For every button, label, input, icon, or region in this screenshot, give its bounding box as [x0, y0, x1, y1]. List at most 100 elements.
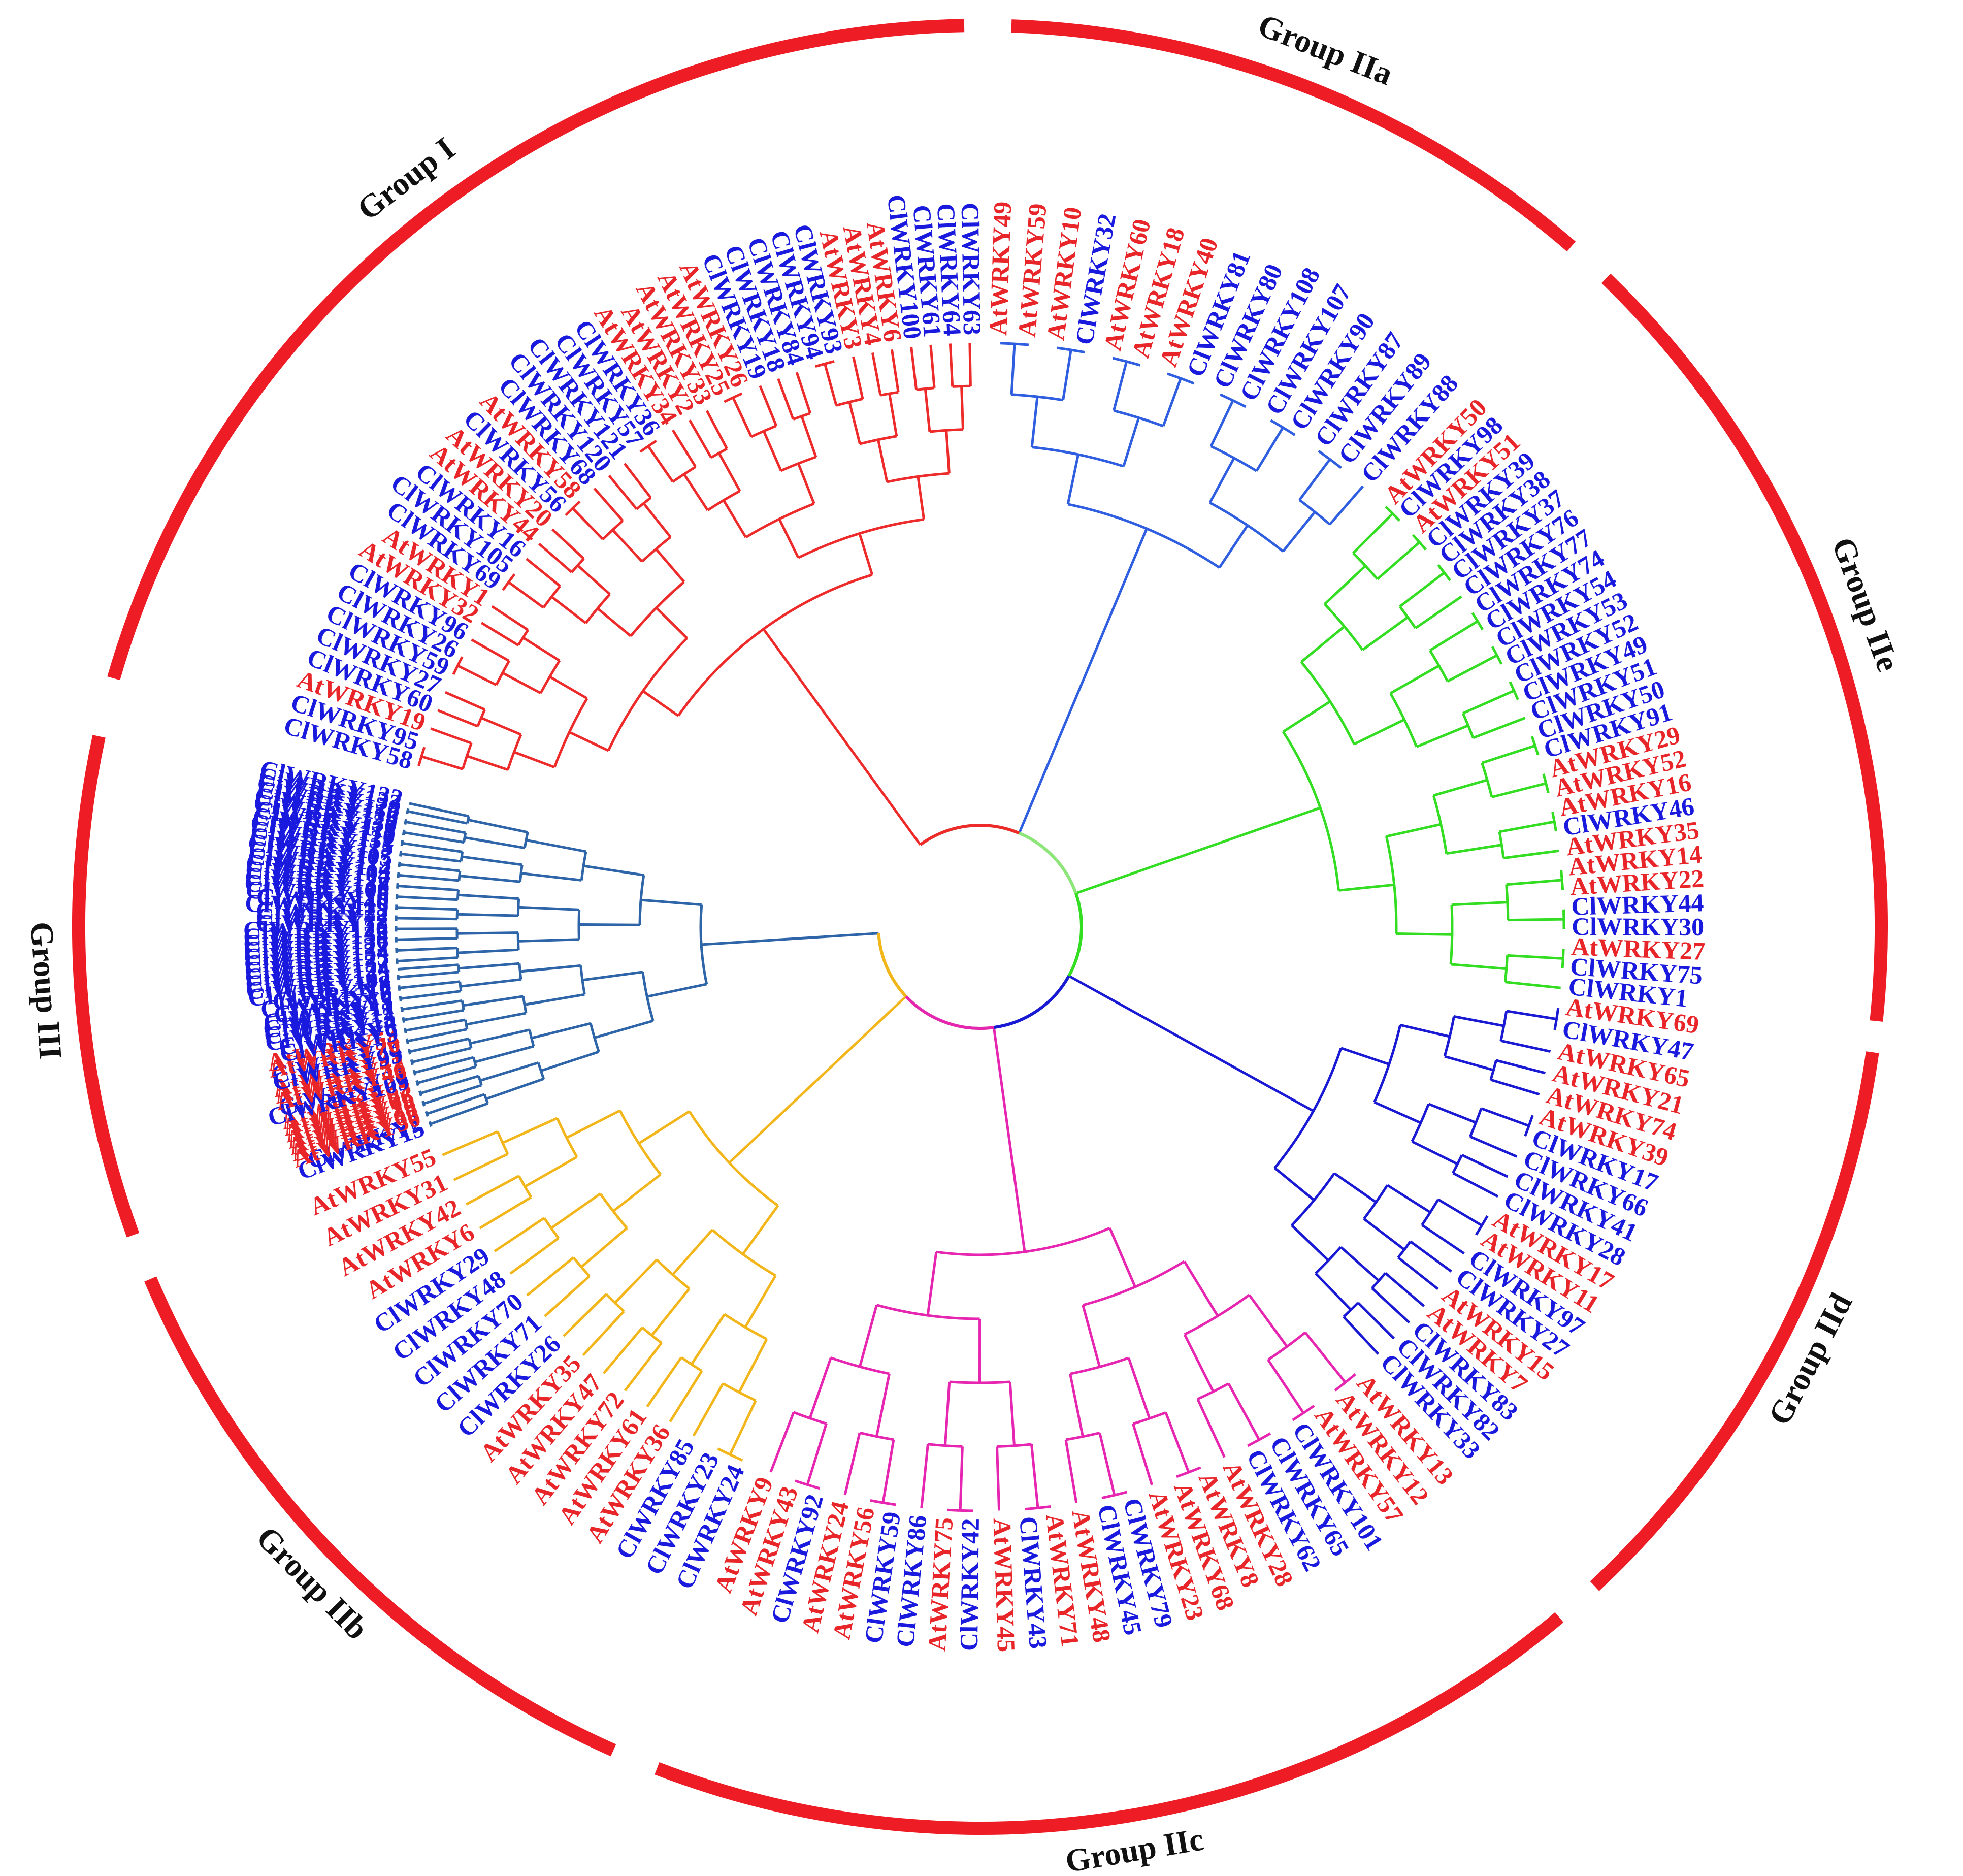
- branch: [1560, 870, 1564, 890]
- branch: [396, 958, 399, 964]
- branch: [457, 948, 519, 954]
- branch: [415, 1080, 419, 1086]
- branch: [1126, 528, 1148, 576]
- branch: [929, 344, 936, 389]
- branch: [1062, 349, 1072, 401]
- branch: [518, 938, 579, 943]
- branch: [398, 971, 460, 979]
- branch: [1385, 506, 1400, 522]
- branch: [520, 872, 582, 882]
- branch: [459, 962, 520, 970]
- branch: [875, 1373, 891, 1437]
- branch: [640, 898, 702, 907]
- leaf-label: ClWRKY119: [245, 889, 389, 921]
- branch: [396, 937, 457, 941]
- branch: [877, 439, 889, 482]
- branch: [1450, 963, 1507, 971]
- branch: [405, 1018, 466, 1032]
- branch: [1495, 1059, 1546, 1075]
- branch: [1499, 820, 1555, 833]
- branch: [741, 1205, 779, 1255]
- branch: [1503, 849, 1559, 860]
- branch: [1247, 1432, 1271, 1447]
- leaf-label: ClWRKY44: [1571, 888, 1705, 921]
- branch: [795, 1479, 821, 1490]
- branch: [1164, 1412, 1190, 1473]
- branch: [636, 497, 652, 510]
- branch: [420, 1075, 479, 1095]
- branch: [400, 840, 404, 846]
- branch: [582, 971, 643, 982]
- branch: [858, 1305, 878, 1367]
- branch: [479, 1196, 532, 1230]
- branch: [518, 905, 579, 911]
- branch: [1015, 1188, 1026, 1252]
- branch: [1218, 525, 1249, 569]
- branch: [1490, 1078, 1540, 1096]
- branch: [1462, 689, 1515, 715]
- branch: [408, 1049, 412, 1055]
- branch: [1338, 883, 1395, 892]
- branch: [480, 622, 519, 646]
- branch: [540, 1050, 600, 1072]
- branch: [1421, 1224, 1465, 1255]
- branch: [947, 1508, 973, 1512]
- branch: [744, 1275, 777, 1328]
- branch: [638, 1110, 690, 1145]
- branch: [945, 430, 951, 474]
- branch: [397, 872, 400, 878]
- branch: [589, 1023, 600, 1052]
- branch: [1075, 825, 1268, 895]
- branch: [1461, 713, 1475, 738]
- branch: [508, 581, 544, 609]
- branch: [549, 675, 588, 700]
- branch: [611, 529, 643, 563]
- branch: [1270, 419, 1296, 436]
- group-arcs: [72, 19, 1888, 1835]
- branch: [398, 874, 460, 882]
- leaf-labels: ClWRKY58ClWRKY95AtWRKY19ClWRKY60ClWRKY27…: [243, 193, 1706, 1653]
- branch: [405, 1038, 409, 1044]
- branch: [1491, 782, 1547, 798]
- branch: [597, 607, 632, 637]
- branch: [464, 836, 525, 850]
- leaf-label: ClWRKY127: [243, 931, 389, 964]
- branch: [1446, 844, 1502, 855]
- leaf-label: ClWRKY135: [243, 920, 389, 951]
- branch: [677, 573, 873, 717]
- branch: [407, 810, 468, 825]
- branch: [572, 1256, 591, 1277]
- branch: [1343, 1302, 1359, 1318]
- root-arc-segment: [993, 975, 1070, 1029]
- branch: [1011, 393, 1063, 402]
- group-arc-iib: [144, 1276, 616, 1757]
- branch: [524, 993, 585, 1006]
- branch: [717, 452, 741, 492]
- branch: [1371, 1287, 1411, 1324]
- branch: [1082, 1305, 1101, 1368]
- branch: [795, 372, 812, 414]
- branch: [397, 895, 458, 901]
- branch: [1489, 1060, 1498, 1080]
- branch: [806, 1423, 828, 1485]
- leaf-label: ClWRKY72: [256, 902, 389, 932]
- branch: [960, 386, 964, 430]
- branch: [1363, 1218, 1405, 1251]
- branch: [551, 528, 585, 560]
- branch: [1304, 1332, 1347, 1383]
- branch: [1282, 731, 1340, 891]
- branch: [772, 995, 907, 1123]
- branch: [968, 343, 972, 386]
- branch: [593, 487, 624, 522]
- branch: [496, 1131, 509, 1155]
- branch: [1343, 1316, 1380, 1355]
- branch: [491, 605, 529, 631]
- branch: [502, 573, 516, 591]
- branch: [1481, 744, 1536, 764]
- branch: [1098, 1432, 1116, 1496]
- branch: [612, 1173, 662, 1212]
- branch: [646, 983, 707, 998]
- branch: [717, 1447, 743, 1462]
- branch: [1416, 724, 1469, 748]
- branch: [1066, 454, 1079, 505]
